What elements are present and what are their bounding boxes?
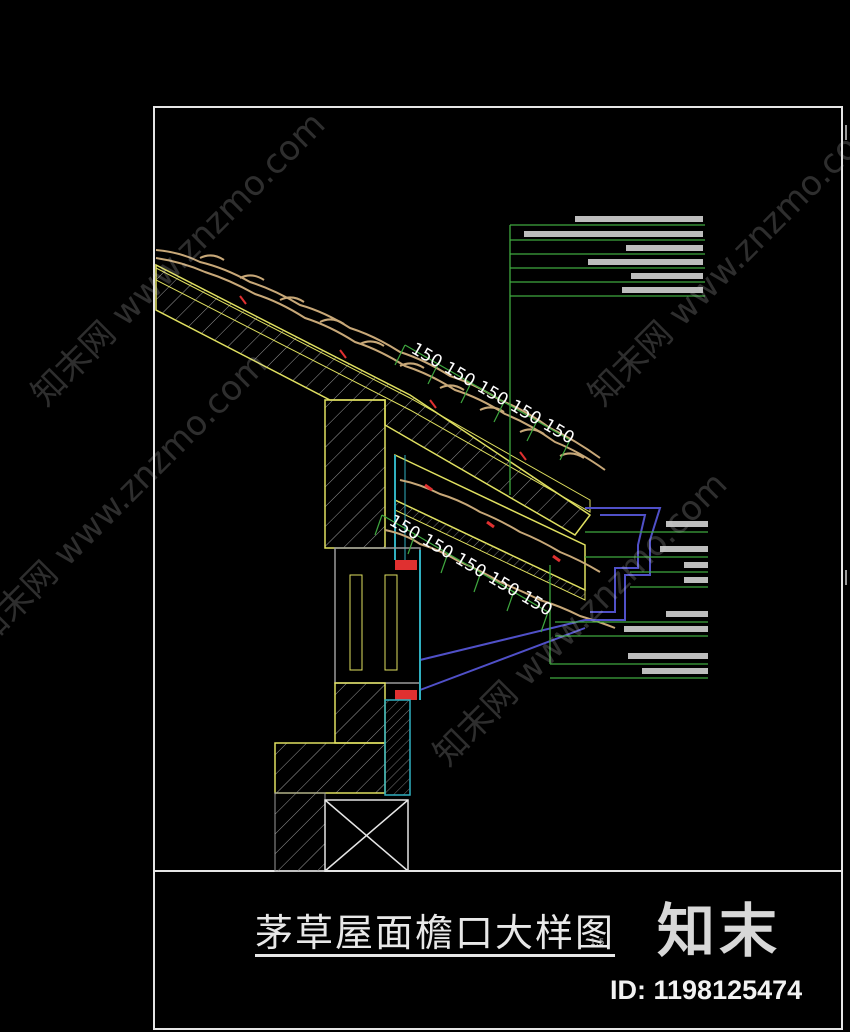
dimension-label-upper-1: 150 <box>408 339 446 373</box>
dimension-label-lower-3: 150 <box>452 549 490 583</box>
eave-red-marks <box>424 483 561 563</box>
brand-logo: 知末 <box>657 897 782 965</box>
leader-group-top <box>509 224 705 495</box>
leader-text-top <box>524 216 703 293</box>
dimension-line-lower <box>374 514 549 633</box>
leader-group-right <box>549 531 708 679</box>
roof-red-battens <box>239 295 527 461</box>
thatch-upper <box>155 249 606 471</box>
eave-box <box>394 453 586 601</box>
window-frame <box>334 547 421 700</box>
beam-column <box>324 399 386 549</box>
brand-id: ID: 1198125474 <box>610 975 803 1005</box>
drawing-frame <box>153 106 843 1030</box>
leader-text-right <box>624 521 708 674</box>
dimension-line-upper <box>394 344 571 461</box>
drawing-scale: 1:5 <box>590 938 605 948</box>
dimension-label-lower-4: 150 <box>485 568 523 602</box>
lower-wall <box>274 682 411 872</box>
gutter <box>419 507 662 691</box>
thatch-lower <box>384 479 616 629</box>
drawing-title: 茅草屋面檐口大样图 <box>255 911 616 955</box>
